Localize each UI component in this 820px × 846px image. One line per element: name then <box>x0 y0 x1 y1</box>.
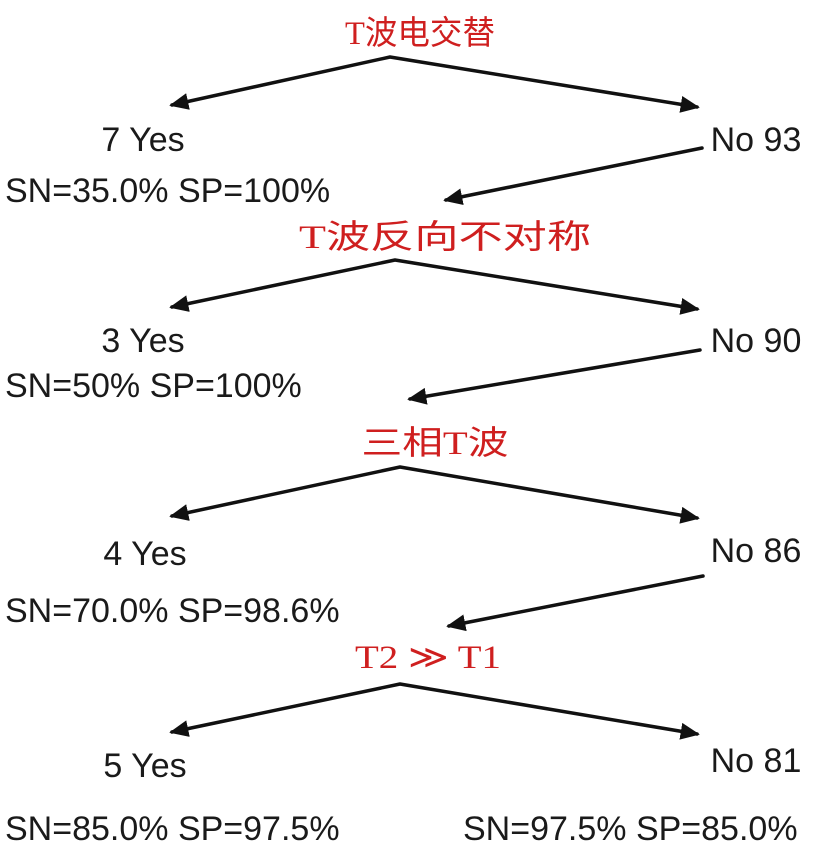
no-node-1: No 93 <box>711 121 802 159</box>
question-label-3: 三相T波 <box>362 425 509 462</box>
yes-stats-1: SN=35.0% SP=100% <box>5 172 330 210</box>
no-to-next-arrow-1 <box>443 146 704 206</box>
no-to-next-arrow-3 <box>446 574 705 632</box>
yes-node-3: 4 Yes <box>103 535 186 573</box>
no-node-4: No 81 <box>711 742 802 780</box>
branch-arrows-level-1 <box>169 55 700 113</box>
no-node-2: No 90 <box>711 322 802 360</box>
no-node-3: No 86 <box>711 532 802 570</box>
no-stats-4: SN=97.5% SP=85.0% <box>463 810 798 846</box>
no-to-next-arrow-2 <box>407 348 702 405</box>
branch-arrows-level-3 <box>169 465 700 524</box>
yes-stats-4: SN=85.0% SP=97.5% <box>5 810 340 846</box>
branch-arrows-level-2 <box>169 258 700 315</box>
yes-stats-2: SN=50% SP=100% <box>5 367 302 405</box>
yes-stats-3: SN=70.0% SP=98.6% <box>5 592 340 630</box>
question-label-2: T波反向不对称 <box>299 219 591 256</box>
yes-node-2: 3 Yes <box>101 322 184 360</box>
yes-node-1: 7 Yes <box>101 121 184 159</box>
yes-node-4: 5 Yes <box>103 747 186 785</box>
branch-arrows-level-4 <box>169 682 700 740</box>
question-label-4: T2 ≫ T1 <box>355 640 501 676</box>
question-label-1: T波电交替 <box>345 15 495 52</box>
